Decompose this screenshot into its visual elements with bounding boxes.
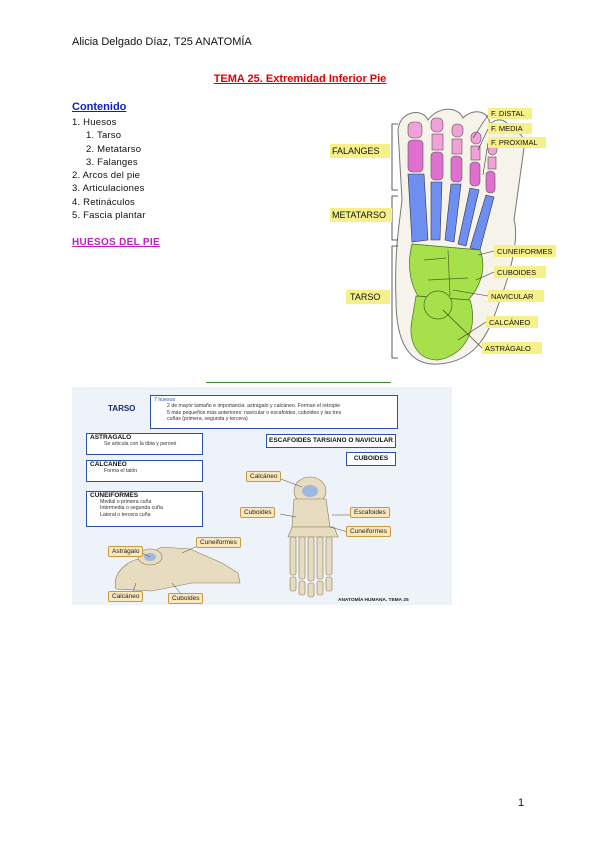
tag-cuneiformes-mid: Cuneiformes [346, 526, 391, 537]
cuneiformes-head: CUNEIFORMES [90, 492, 139, 499]
astragalo-box: ASTRAGALO Se articula con la tibia y per… [86, 433, 203, 455]
calcaneo-head: CALCANEO [90, 461, 127, 468]
calcaneo-body: Forma el talón [104, 468, 138, 474]
astragalo-body: Se articula con la tibia y peroné [104, 441, 177, 447]
intro-line-2: 5 más pequeños más anteriores: navicular… [167, 409, 342, 416]
toc-item: 3. Falanges [86, 156, 138, 168]
cuneiformes-line-2: Intermedia o segunda cuña [100, 505, 163, 512]
tarso-slide: TARSO 7 huesos 2 de mayor tamaño e impor… [72, 387, 452, 605]
region-label-metatarso: METATARSO [332, 210, 386, 220]
toc-item: 5. Fascia plantar [72, 210, 146, 222]
intro-head: 7 huesos [154, 397, 176, 403]
cuneiformes-line-1: Medial o primera cuña [100, 499, 152, 505]
toc-item: 1. Huesos [72, 117, 117, 128]
label-f-distal: F. DISTAL [491, 109, 525, 118]
intro-box: 7 huesos 2 de mayor tamaño e importancia… [150, 395, 398, 429]
tarso-illustrations [114, 476, 352, 598]
label-navicular: NAVICULAR [491, 292, 534, 301]
label-f-media: F. MEDIA [491, 124, 523, 133]
cuneiformes-line-3: Lateral o tercera cuña [100, 511, 151, 518]
document-header: Alicia Delgado Díaz, T25 ANATOMÍA [72, 36, 252, 48]
tag-cuboides-mid: Cuboides [240, 507, 276, 518]
page-title: TEMA 25. Extremidad Inferior Pie [213, 73, 387, 85]
tag-escafoides: Escafoides [350, 507, 390, 518]
foot-bones-illustration [330, 108, 556, 365]
contents-heading: Contenido [72, 101, 127, 113]
intro-line-1: 2 de mayor tamaño e importancia: astrága… [167, 403, 341, 410]
toc-item: 2. Arcos del pie [72, 170, 141, 182]
escafoides-box: ESCAFOIDES TARSIANO O NAVICULAR [266, 434, 396, 448]
divider [206, 382, 391, 383]
intro-line-3: cuñas (primera, segunda y tercera) [167, 415, 248, 422]
page-number: 1 [518, 797, 525, 809]
tag-calcaneo-low: Calcáneo [108, 591, 144, 602]
foot-bones-diagram: FALANGES METATARSO TARSO F. DISTAL F. ME… [328, 100, 570, 368]
cuboides-box: CUBOIDES [346, 452, 396, 466]
region-label-tarso: TARSO [350, 292, 381, 302]
label-calcaneo: CALCÁNEO [489, 318, 531, 327]
section-heading: HUESOS DEL PIE [72, 237, 160, 248]
astragalo-head: ASTRAGALO [90, 434, 132, 441]
toc-item: 4. Retináculos [72, 196, 136, 208]
toc-item: 2. Metatarso [86, 143, 142, 155]
cuboides-head: CUBOIDES [353, 455, 389, 462]
calcaneo-box: CALCANEO Forma el talón [86, 460, 203, 482]
tag-calcaneo-top: Calcáneo [246, 471, 282, 482]
label-cuboides: CUBOIDES [497, 268, 537, 277]
region-label-falanges: FALANGES [332, 146, 380, 156]
toc-item: 3. Articulaciones [72, 183, 145, 195]
slide-footer: ANATOMÍA HUMANA. TEMA 25 [338, 598, 409, 603]
toc-item: 1. Tarso [86, 130, 122, 142]
label-f-proximal: F. PROXIMAL [491, 138, 538, 147]
escafoides-head: ESCAFOIDES TARSIANO O NAVICULAR [269, 437, 393, 444]
slide-title: TARSO [108, 404, 136, 413]
cuneiformes-box: CUNEIFORMES Medial o primera cuña Interm… [86, 491, 203, 527]
tag-astragalo: Astrágalo [108, 546, 144, 557]
tag-cuneiformes-low: Cuneiformes [196, 537, 241, 548]
label-astragalo: ASTRÁGALO [485, 344, 531, 353]
tag-cuboides-low: Cuboides [168, 593, 204, 604]
label-cuneiformes: CUNEIFORMES [497, 247, 553, 256]
